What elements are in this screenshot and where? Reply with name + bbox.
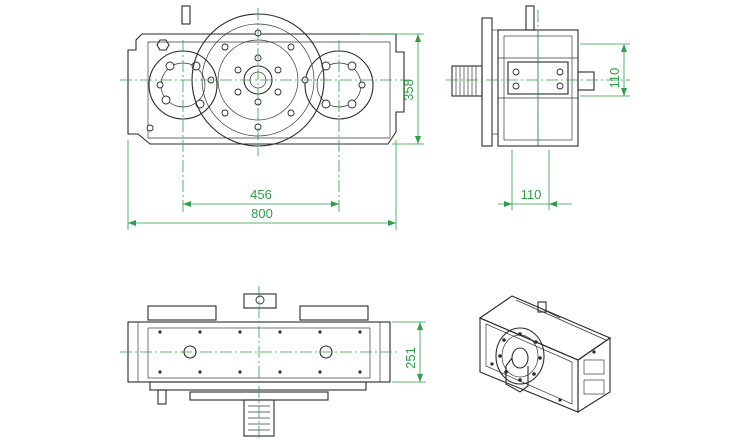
front-view: 456 800 358 [120,5,424,230]
top-left-mount [147,305,217,321]
dim-800-label: 800 [251,206,273,221]
dim-110-vertical-label: 110 [607,68,622,89]
dim-358-label: 358 [401,79,416,101]
iso-flange-bolts [498,332,542,382]
top-view: 251 [120,286,426,440]
isometric-view [478,295,612,413]
top-right-mount [299,305,369,321]
iso-flange [495,327,545,385]
side-input-shaft [577,71,595,91]
iso-front-face [479,317,579,413]
dim-110-horizontal-label: 110 [521,187,542,202]
side-breather [525,5,535,31]
side-output-shaft [451,65,483,97]
front-housing-outline [127,33,405,145]
hex-plug [156,39,170,51]
iso-side-face [577,336,611,413]
left-bottom-plug [157,389,167,405]
breather-plug [181,5,191,25]
dim-456-label: 456 [250,187,272,202]
side-view: 110 110 [446,5,630,210]
top-breather [243,293,277,309]
side-flange-plate [481,17,493,147]
dim-251-label: 251 [403,347,418,369]
top-bolt-row [158,330,362,374]
iso-shaft [505,357,529,393]
